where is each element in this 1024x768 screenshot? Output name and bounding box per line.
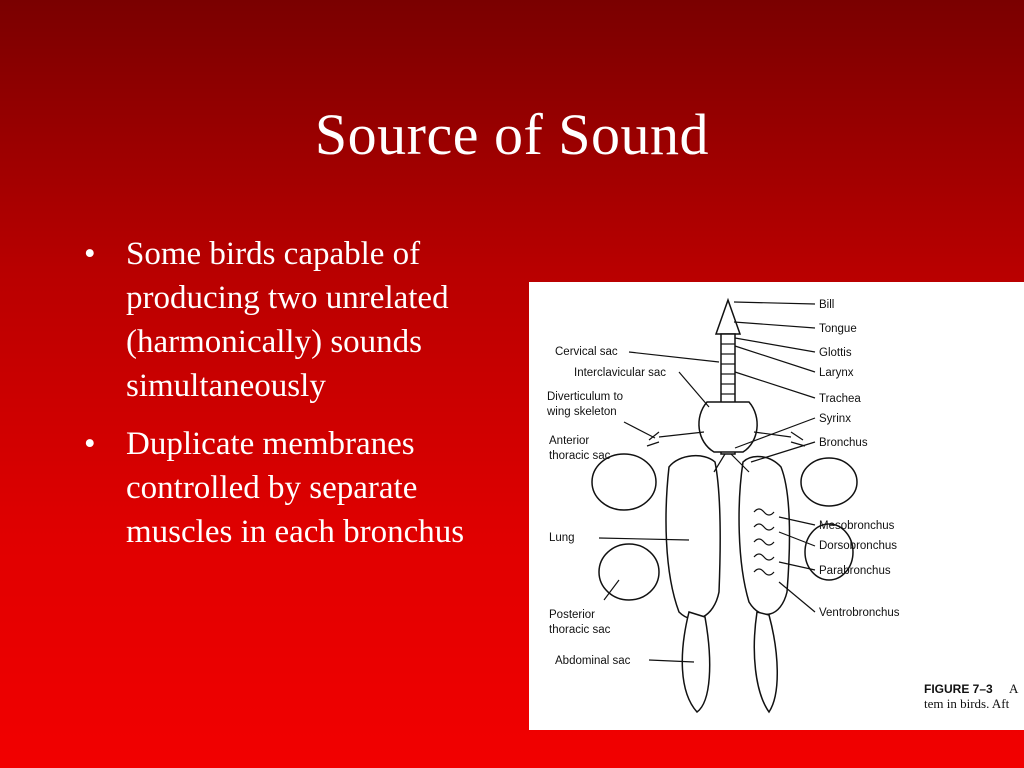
posterior-thoracic-sac-right [804,523,854,581]
label-larynx: Larynx [819,367,854,379]
anterior-thoracic-sac-right [800,457,858,507]
anterior-thoracic-sac-left [591,453,657,511]
label-bill: Bill [819,299,834,311]
figure-caption: FIGURE 7–3 A tem in birds. Aft [924,681,1019,711]
parabronchi-shape [753,508,775,576]
bullet-item: • Duplicate membranes controlled by sepa… [84,422,504,554]
label-anterior: Anterior [549,435,589,447]
label-tongue: Tongue [819,323,857,335]
label-lung: Lung [549,532,575,544]
abdominal-sac-left [681,611,711,714]
bullet-list: • Some birds capable of producing two un… [84,232,504,568]
label-mesobronchus: Mesobronchus [819,520,895,532]
bullet-item: • Some birds capable of producing two un… [84,232,504,408]
diagram-labels-right: Bill Tongue Glottis Larynx Trachea Syrin… [819,299,900,619]
bullet-marker: • [84,426,96,462]
diagram-organs [591,297,858,714]
bullet-marker: • [84,236,96,272]
bullet-text: Duplicate membranes controlled by separa… [126,426,465,550]
label-thoracic-sac-anterior: thoracic sac [549,450,611,462]
label-glottis: Glottis [819,347,852,359]
caption-line2: tem in birds. Aft [924,696,1010,711]
label-posterior: Posterior [549,609,595,621]
label-wing-skeleton: wing skeleton [546,406,617,418]
label-parabronchus: Parabronchus [819,565,891,577]
label-thoracic-sac-posterior: thoracic sac [549,624,611,636]
bird-respiratory-diagram: Cervical sac Interclavicular sac Diverti… [529,282,1024,730]
label-interclavicular-sac: Interclavicular sac [574,367,666,379]
diagram-leader-lines [598,301,816,663]
caption-figure-number: FIGURE 7–3 [924,682,993,696]
label-ventrobronchus: Ventrobronchus [819,607,900,619]
bullet-text: Some birds capable of producing two unre… [126,236,449,404]
primary-bronchi [713,453,750,473]
wing-diverticulum-left [646,431,705,447]
slide-title: Source of Sound [314,102,710,167]
posterior-thoracic-sac-left [598,543,660,601]
lung-left [665,455,721,620]
label-bronchus: Bronchus [819,437,868,449]
interclavicular-sac-shape [698,401,758,453]
lung-right [738,455,791,616]
label-dorsobronchus: Dorsobronchus [819,540,897,552]
wing-diverticulum-right [753,431,806,447]
label-trachea: Trachea [819,393,861,405]
label-diverticulum: Diverticulum to [547,391,623,403]
bill-shape [714,297,742,335]
diagram-labels-left: Cervical sac Interclavicular sac Diverti… [546,346,666,667]
label-cervical-sac: Cervical sac [555,346,618,358]
abdominal-sac-right [753,611,778,714]
caption-line1-rest: A [1009,681,1019,696]
label-abdominal-sac: Abdominal sac [555,655,631,667]
label-syrinx: Syrinx [819,413,851,425]
